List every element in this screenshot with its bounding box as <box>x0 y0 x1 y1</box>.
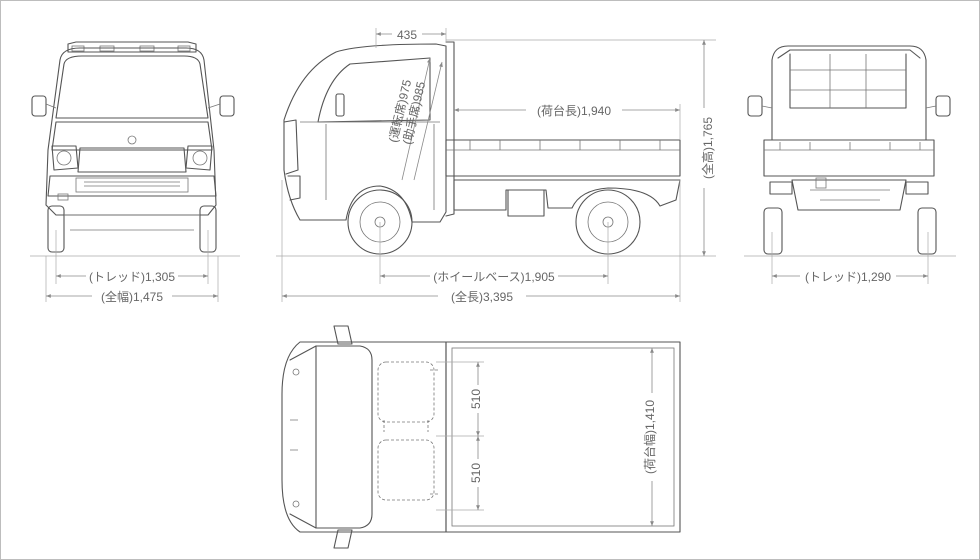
dimension-lines <box>30 28 956 526</box>
rear-view <box>747 45 951 255</box>
cab-offset-label: 435 <box>397 28 417 42</box>
rear-tread-label: (トレッド)1,290 <box>805 270 891 284</box>
bed-width-label: (荷台幅)1,410 <box>642 400 657 474</box>
seat-width-upper-label: 510 <box>469 389 483 409</box>
dimension-labels: (トレッド)1,305 (全幅)1,475 (ホイールベース)1,905 (全長… <box>86 26 896 487</box>
front-view <box>31 41 235 253</box>
overall-width-label: (全幅)1,475 <box>101 289 163 304</box>
bed-length-label: (荷台長)1,940 <box>537 103 611 118</box>
front-tread-label: (トレッド)1,305 <box>89 270 175 284</box>
seat-width-lower-label: 510 <box>469 463 483 483</box>
side-view <box>283 41 681 255</box>
overall-length-label: (全長)3,395 <box>451 289 513 304</box>
top-view <box>281 325 681 549</box>
wheelbase-label: (ホイールベース)1,905 <box>433 270 555 284</box>
overall-height-label: (全高)1,765 <box>700 117 715 179</box>
